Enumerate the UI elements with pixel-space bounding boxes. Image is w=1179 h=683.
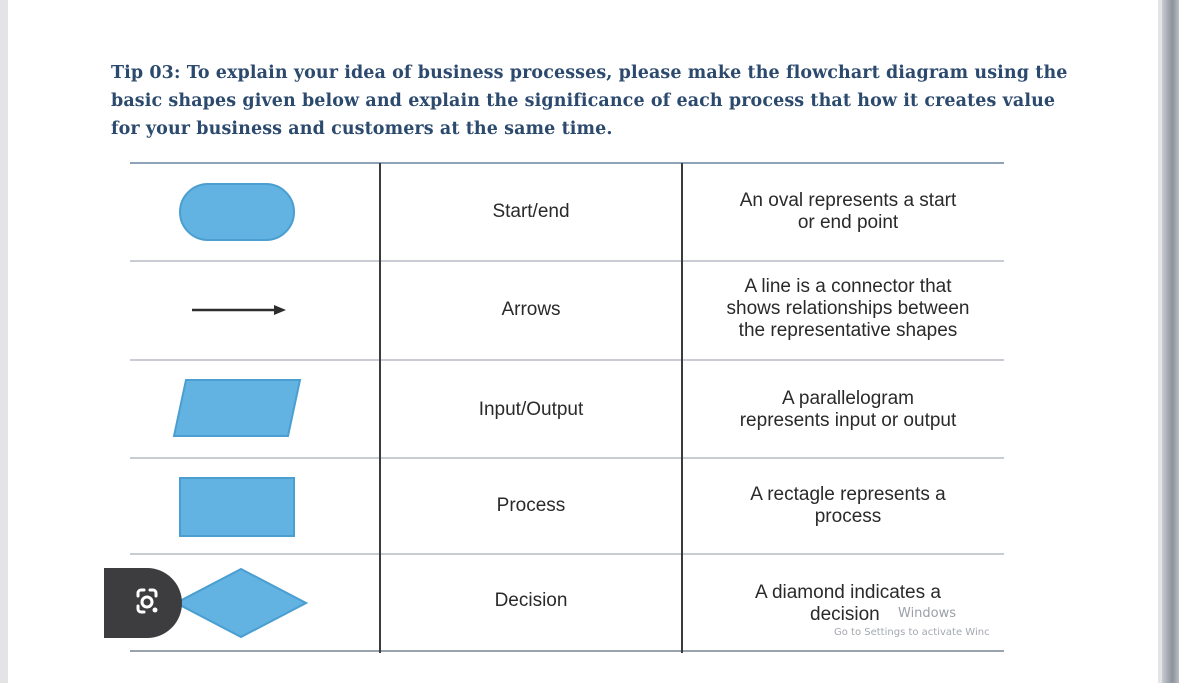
document-page bbox=[8, 0, 1158, 683]
symbol-name: Process bbox=[496, 495, 566, 516]
parallelogram-shape-icon bbox=[172, 379, 302, 437]
oval-shape-icon bbox=[179, 183, 295, 241]
table-rule bbox=[130, 553, 1004, 555]
column-divider bbox=[681, 163, 683, 653]
symbol-description: A parallelogram represents input or outp… bbox=[739, 388, 957, 431]
diamond-shape-icon bbox=[174, 567, 308, 639]
symbol-name: Arrows bbox=[501, 299, 561, 320]
tip-paragraph: Tip 03: To explain your idea of business… bbox=[111, 63, 1068, 139]
symbol-description: A diamond indicates a decision bbox=[755, 582, 941, 625]
rectangle-shape-icon bbox=[179, 477, 295, 537]
symbol-name: Start/end bbox=[492, 201, 570, 222]
symbol-description: A rectagle represents a process bbox=[750, 484, 946, 527]
symbol-name: Decision bbox=[494, 590, 568, 611]
table-rule bbox=[130, 650, 1004, 652]
symbol-name: Input/Output bbox=[478, 399, 584, 420]
table-rule bbox=[130, 162, 1004, 164]
activate-windows-hint: Go to Settings to activate Winc bbox=[834, 627, 990, 638]
activate-windows-watermark: Windows bbox=[898, 606, 957, 621]
table-rule bbox=[130, 260, 1004, 262]
column-divider bbox=[379, 163, 381, 653]
arrow-shape-icon bbox=[192, 305, 286, 315]
symbol-description: An oval represents a start or end point bbox=[739, 190, 957, 233]
table-rule bbox=[130, 457, 1004, 459]
symbol-description: A line is a connector that shows relatio… bbox=[726, 276, 970, 341]
google-lens-icon bbox=[136, 588, 158, 614]
table-rule bbox=[130, 359, 1004, 361]
google-lens-button[interactable] bbox=[104, 568, 182, 638]
window-scrollbar-edge[interactable] bbox=[1162, 0, 1179, 683]
